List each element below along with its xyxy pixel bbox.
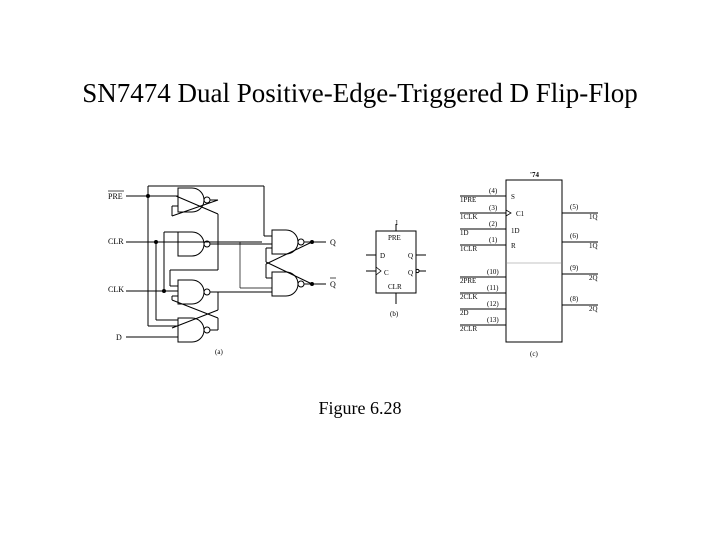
- nand-gate-3: [177, 279, 211, 305]
- figure-caption: Figure 6.28: [318, 398, 402, 418]
- svg-text:(12): (12): [487, 300, 499, 308]
- junction-q: [310, 240, 314, 244]
- svg-text:(13): (13): [487, 316, 499, 324]
- g3-cross: [171, 309, 219, 329]
- qbar-feedback: [265, 261, 313, 285]
- g1-cross: [171, 199, 219, 217]
- symbol-q-label: Q: [408, 252, 413, 260]
- symbol-qbar-bubble: [415, 268, 420, 274]
- diagram-a-label: (a): [215, 348, 223, 356]
- left-pin-2clr: (13) 2CLR: [460, 316, 506, 333]
- q-feedback: [265, 241, 313, 265]
- inner-label-s: S: [511, 193, 515, 201]
- clock-marker-1: [505, 209, 512, 217]
- diagram-b: 1 PRE CLR D C Q Q (b): [366, 219, 426, 318]
- slide-title: SN7474 Dual Positive-Edge-Triggered D Fl…: [82, 78, 638, 108]
- junction-clr: [154, 240, 158, 244]
- svg-text:1PRE: 1PRE: [460, 196, 476, 204]
- nand-gate-2: [177, 231, 211, 257]
- svg-text:1D: 1D: [460, 229, 469, 237]
- svg-text:(8): (8): [570, 295, 579, 303]
- svg-text:1Q: 1Q: [589, 242, 598, 250]
- svg-text:2Q: 2Q: [589, 274, 598, 282]
- svg-text:2CLR: 2CLR: [460, 325, 477, 333]
- svg-text:2CLK: 2CLK: [460, 293, 478, 301]
- symbol-index: 1: [395, 219, 399, 227]
- svg-text:(10): (10): [487, 268, 499, 276]
- svg-text:2D: 2D: [460, 309, 469, 317]
- svg-text:(5): (5): [570, 203, 579, 211]
- left-pin-2pre: (10) 2PRE: [460, 268, 506, 285]
- right-pin-1qbar: (6) 1Q: [562, 232, 598, 250]
- diagram-b-label: (b): [390, 310, 399, 318]
- svg-text:(2): (2): [489, 220, 498, 228]
- junction-qbar: [310, 282, 314, 286]
- svg-text:(4): (4): [489, 187, 498, 195]
- right-pin-1q: (5) 1Q: [562, 203, 598, 221]
- inner-label-1d: 1D: [511, 227, 520, 235]
- svg-text:1CLK: 1CLK: [460, 213, 478, 221]
- junction-pre: [146, 194, 150, 198]
- inner-label-c1: C1: [516, 210, 525, 218]
- left-pin-2d: (12) 2D: [460, 300, 506, 317]
- svg-text:(1): (1): [489, 236, 498, 244]
- output-q-label: Q: [330, 238, 336, 247]
- symbol-clk-label: C: [384, 269, 389, 277]
- input-d-label: D: [116, 333, 122, 342]
- diagram-c-label: (c): [530, 350, 538, 358]
- left-pin-2clk: (11) 2CLK: [460, 284, 506, 301]
- g4-cross: [171, 299, 219, 319]
- svg-text:1CLR: 1CLR: [460, 245, 477, 253]
- symbol-d-label: D: [380, 252, 385, 260]
- right-pin-2qbar: (8) 2Q: [562, 295, 598, 313]
- svg-text:2Q: 2Q: [589, 305, 598, 313]
- svg-text:(3): (3): [489, 204, 498, 212]
- input-clk-label: CLK: [108, 285, 124, 294]
- symbol-clock-marker: [375, 266, 382, 276]
- left-pin-1d: (2) 1D: [460, 220, 506, 237]
- device-label: '74: [530, 171, 539, 179]
- right-pin-2q: (9) 2Q: [562, 264, 598, 282]
- output-qbar-label: Q: [330, 280, 336, 289]
- svg-text:(9): (9): [570, 264, 579, 272]
- input-pre-label: PRE: [108, 192, 123, 201]
- nand-gate-5: [271, 229, 305, 255]
- svg-text:2PRE: 2PRE: [460, 277, 476, 285]
- left-pin-1clr: (1) 1CLR: [460, 236, 506, 253]
- diagram-a: PRE CLR CLK D: [108, 185, 336, 356]
- inner-label-r: R: [511, 242, 516, 250]
- left-pin-1clk: (3) 1CLK: [460, 204, 506, 221]
- g2-cross: [175, 195, 219, 215]
- symbol-pre-label: PRE: [388, 234, 401, 242]
- svg-text:(6): (6): [570, 232, 579, 240]
- svg-text:1Q: 1Q: [589, 213, 598, 221]
- symbol-qbar-label: Q: [408, 269, 413, 277]
- symbol-clr-label: CLR: [388, 283, 402, 291]
- device-body: [505, 179, 563, 343]
- svg-text:(11): (11): [487, 284, 499, 292]
- junction-clk: [162, 289, 166, 293]
- input-clr-label: CLR: [108, 237, 124, 246]
- nand-gate-4: [177, 317, 211, 343]
- left-pin-1pre: (4) 1PRE: [460, 187, 506, 204]
- nand-gate-6: [271, 271, 305, 297]
- diagram-c: '74 S C1 1D R (4) 1PRE (3) 1CLK (2) 1D (…: [460, 171, 598, 358]
